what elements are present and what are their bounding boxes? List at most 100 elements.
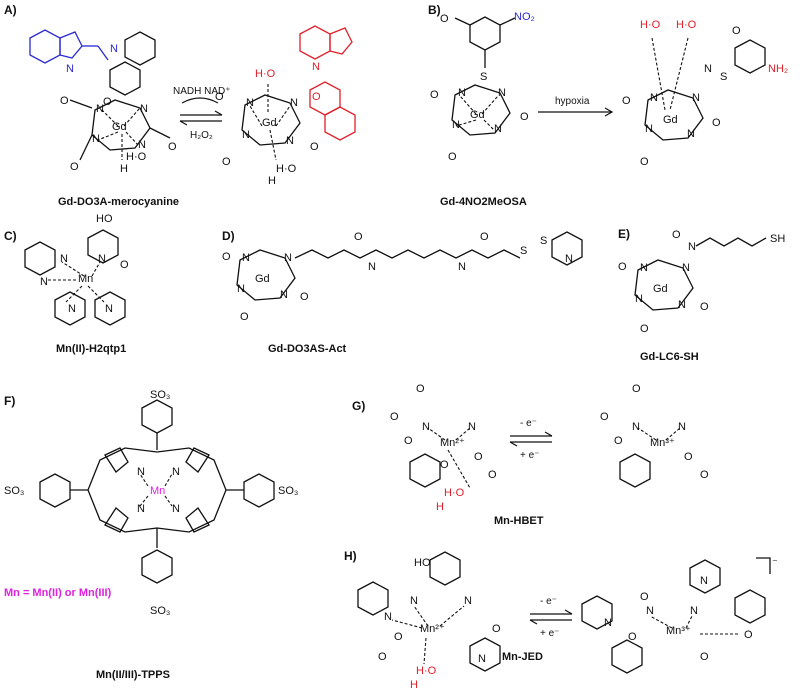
- merocyanine-indoline-blue: N N: [29, 29, 118, 75]
- atom-n-a1: N: [96, 103, 104, 115]
- atom-so3-right: SO₃: [278, 485, 298, 497]
- caption-a: Gd-DO3A-merocyanine: [58, 196, 179, 208]
- atom-nh-amide1: N: [368, 261, 376, 273]
- caption-b: Gd-4NO2MeOSA: [440, 196, 527, 208]
- reaction-label-g-bottom: + e⁻: [520, 450, 539, 461]
- atom-mn2-g: Mn²⁺: [440, 437, 465, 449]
- atom-n-b1: N: [246, 97, 254, 109]
- atom-o-i-c1: O: [628, 631, 637, 643]
- atom-n-py2: N: [68, 303, 76, 315]
- atom-o-h3: O: [614, 435, 623, 447]
- panel-label-b: B): [428, 3, 441, 17]
- atom-n-amine1: N: [60, 253, 68, 265]
- atom-h-g: H: [436, 501, 444, 513]
- atom-h-b1: H: [268, 175, 276, 187]
- naphthalene-ring: O: [103, 31, 156, 108]
- atom-n-f3: N: [635, 293, 643, 305]
- atom-n-e1: N: [242, 252, 250, 264]
- atom-nh-right: N: [704, 63, 712, 75]
- atom-o-a2: O: [60, 95, 69, 107]
- panel-label-d: D): [222, 229, 235, 243]
- atom-o-g6: O: [488, 469, 497, 481]
- atom-o-g3: O: [404, 435, 413, 447]
- hbet-left: O O N N Mn²⁺ O O O O H·O H: [390, 383, 497, 513]
- atom-mn3-g: Mn³⁺: [650, 437, 675, 449]
- atom-n-a2: N: [140, 103, 148, 115]
- caption-f: Mn(II/III)-TPPS: [96, 669, 170, 681]
- reaction-label-a-top: NADH NAD⁺: [173, 86, 231, 97]
- panel-label-e: E): [618, 227, 630, 241]
- hbet-arrows: - e⁻ + e⁻: [509, 418, 553, 461]
- panel-label-a: A): [4, 3, 17, 17]
- atom-n-d3: N: [645, 123, 653, 135]
- atom-n-b2: N: [290, 97, 298, 109]
- atom-n-b3: N: [242, 129, 250, 141]
- atom-h-a1: H: [120, 163, 128, 175]
- atom-n-c2: N: [498, 87, 506, 99]
- atom-n-f1: N: [640, 262, 648, 274]
- atom-o-d3: O: [640, 156, 649, 168]
- atom-n-e4: N: [280, 289, 288, 301]
- do3as-act-structure: N N N N Gd O N N O S S N O O O: [222, 231, 583, 323]
- atom-mn2-h: Mn²⁺: [420, 623, 445, 635]
- atom-n-c3: N: [452, 119, 460, 131]
- reaction-label-g-top: - e⁻: [520, 418, 537, 429]
- atom-n-h1: N: [632, 421, 640, 433]
- atom-n-i-am2: N: [690, 605, 698, 617]
- jed-right: ⁻ N N N N Mn³⁺ O O O O: [581, 557, 778, 674]
- atom-mn-c: Mn: [78, 273, 93, 285]
- atom-gd-b1: Gd: [262, 117, 277, 129]
- atom-oh-g: H·O: [444, 487, 465, 499]
- atom-ho-c: HO: [96, 213, 113, 225]
- atom-o-a4: O: [70, 161, 79, 173]
- atom-h-h: H: [410, 679, 418, 691]
- atom-o-d1: O: [622, 95, 631, 107]
- caption-d: Gd-DO3AS-Act: [268, 343, 347, 355]
- atom-o-h2: O: [600, 411, 609, 423]
- atom-n-i-py1: N: [700, 575, 708, 587]
- reaction-arrows-a: NADH NAD⁺ H₂O₂: [173, 86, 231, 141]
- atom-ome-left: O: [440, 13, 449, 25]
- atom-n-py3: N: [105, 303, 113, 315]
- atom-o-g5: O: [474, 451, 483, 463]
- atom-o-h5: O: [700, 469, 709, 481]
- atom-gd-e1: Gd: [255, 273, 270, 285]
- caption-g: Mn-HBET: [494, 515, 544, 527]
- atom-n-e2: N: [284, 252, 292, 264]
- atom-o-g1: O: [416, 383, 425, 395]
- bracket: [756, 557, 771, 574]
- atom-n-d4: N: [687, 128, 695, 140]
- atom-n-por3: N: [137, 503, 145, 515]
- atom-o-i-phen: O: [744, 629, 753, 641]
- atom-o-a3: O: [168, 141, 177, 153]
- reaction-label-h-top: - e⁻: [540, 596, 557, 607]
- atom-o-h4: O: [684, 451, 693, 463]
- caption-h: Mn-JED: [502, 651, 543, 663]
- atom-nh-amide2: N: [458, 261, 466, 273]
- atom-o-c1: O: [430, 89, 439, 101]
- atom-n-por4: N: [172, 503, 180, 515]
- atom-n-a3: N: [92, 133, 100, 145]
- panel-label-h: H): [344, 549, 357, 563]
- atom-o-b3: O: [310, 141, 319, 153]
- atom-s-right: S: [720, 71, 727, 83]
- atom-n-blue: N: [66, 63, 74, 75]
- atom-oh-r1: H·O: [640, 19, 661, 31]
- atom-gd-d1: Gd: [663, 114, 678, 126]
- mn-note: Mn = Mn(II) or Mn(III): [4, 587, 112, 599]
- atom-n-g1: N: [422, 421, 430, 433]
- atom-mn-por: Mn: [150, 485, 165, 497]
- caption-c: Mn(II)-H2qtp1: [56, 343, 126, 355]
- caption-e: Gd-LC6-SH: [640, 351, 699, 363]
- atom-ho-h: HO: [414, 557, 431, 569]
- atom-no2-blue: NO₂: [514, 11, 535, 23]
- atom-o-h-c2: O: [378, 651, 387, 663]
- atom-gd-f1: Gd: [653, 283, 668, 295]
- atom-n-h-am2: N: [464, 595, 472, 607]
- reaction-label-a-bottom: H₂O₂: [190, 130, 213, 141]
- atom-o-f1: O: [618, 261, 627, 273]
- atom-n-h-py2: N: [478, 653, 486, 665]
- atom-o-lc6: O: [672, 229, 681, 241]
- atom-o-e2: O: [300, 291, 309, 303]
- do3a-cage-right: N N N N Gd H·O H O O O: [215, 82, 319, 187]
